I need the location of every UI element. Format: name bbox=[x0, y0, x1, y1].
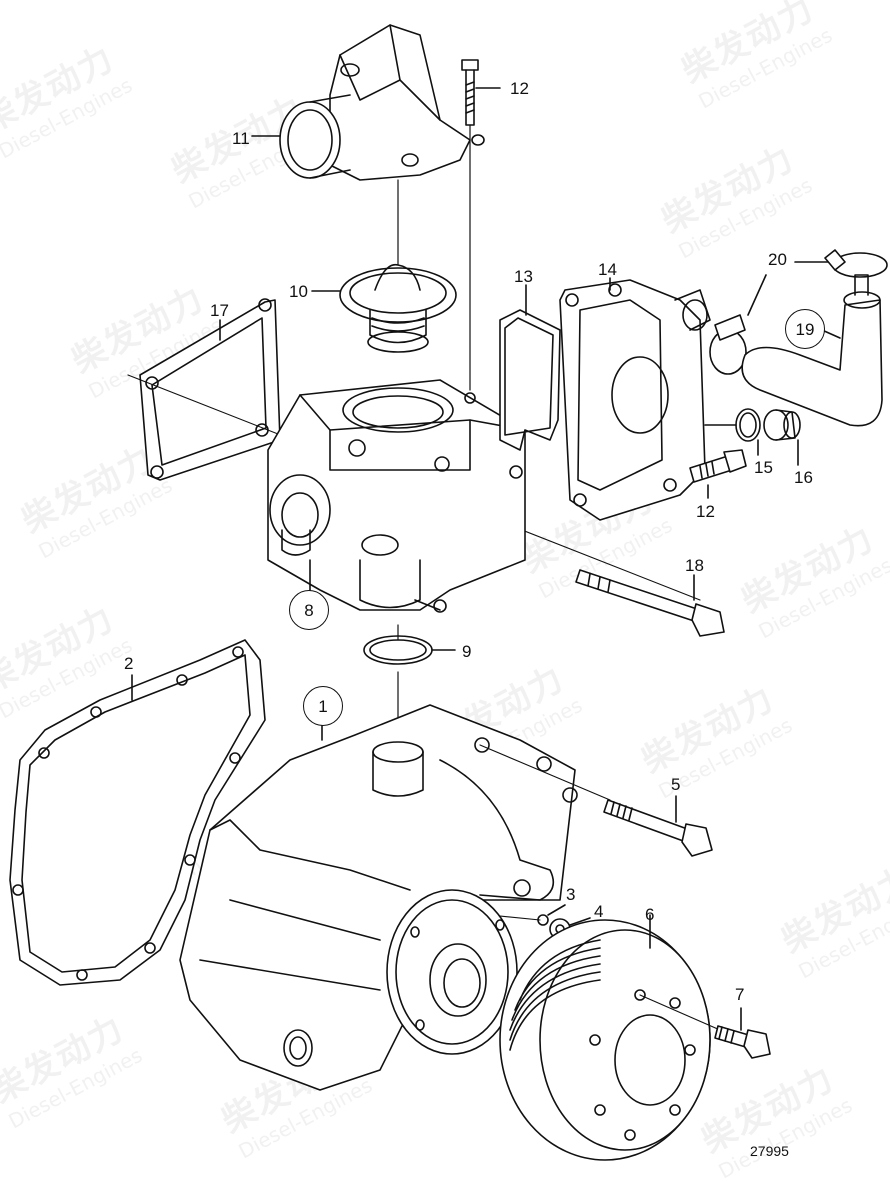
drawing-reference-number: 27995 bbox=[750, 1143, 789, 1159]
callout-part-6[interactable]: 6 bbox=[645, 905, 655, 924]
pump-hub-flange bbox=[386, 889, 518, 1055]
hose-clamp-part-20 bbox=[709, 249, 888, 375]
thermostat-cover-part-11 bbox=[279, 24, 485, 181]
callout-part-20[interactable]: 20 bbox=[768, 250, 787, 269]
gasket-part-13 bbox=[499, 309, 561, 451]
callout-part-17[interactable]: 17 bbox=[210, 301, 229, 320]
callout-part-10[interactable]: 10 bbox=[289, 282, 308, 301]
callout-part-12-right[interactable]: 12 bbox=[696, 502, 715, 521]
thermostat-housing-part-8 bbox=[267, 379, 526, 613]
callout-part-1[interactable]: 1 bbox=[303, 686, 343, 726]
gasket-part-17 bbox=[139, 298, 281, 481]
callout-part-15[interactable]: 15 bbox=[754, 458, 773, 477]
callout-part-7[interactable]: 7 bbox=[735, 985, 745, 1004]
water-pump-body-part-1 bbox=[179, 704, 578, 1091]
bolt-part-5 bbox=[603, 799, 713, 857]
callout-part-14[interactable]: 14 bbox=[598, 260, 617, 279]
callout-part-8[interactable]: 8 bbox=[289, 590, 329, 630]
bolt-part-7 bbox=[714, 1025, 771, 1059]
bolt-part-12-top bbox=[461, 59, 479, 126]
callout-part-2[interactable]: 2 bbox=[124, 654, 134, 673]
plug-part-16 bbox=[763, 409, 801, 441]
thermostat-part-10 bbox=[339, 263, 457, 353]
outlet-housing-part-14 bbox=[559, 279, 711, 521]
bolt-part-12-right bbox=[689, 449, 747, 483]
callout-part-9[interactable]: 9 bbox=[462, 642, 472, 661]
callout-part-4[interactable]: 4 bbox=[594, 902, 604, 921]
callout-part-3[interactable]: 3 bbox=[566, 885, 576, 904]
callout-part-13[interactable]: 13 bbox=[514, 267, 533, 286]
callout-part-18[interactable]: 18 bbox=[685, 556, 704, 575]
callout-part-16[interactable]: 16 bbox=[794, 468, 813, 487]
pulley-part-6 bbox=[499, 919, 711, 1161]
gasket-part-2 bbox=[9, 639, 266, 986]
callout-part-19[interactable]: 19 bbox=[785, 309, 825, 349]
callout-part-12-top[interactable]: 12 bbox=[510, 79, 529, 98]
hose-part-19 bbox=[741, 274, 883, 427]
long-bolt-part-18 bbox=[575, 569, 725, 637]
callout-part-11[interactable]: 11 bbox=[232, 129, 250, 148]
callout-part-5[interactable]: 5 bbox=[671, 775, 681, 794]
